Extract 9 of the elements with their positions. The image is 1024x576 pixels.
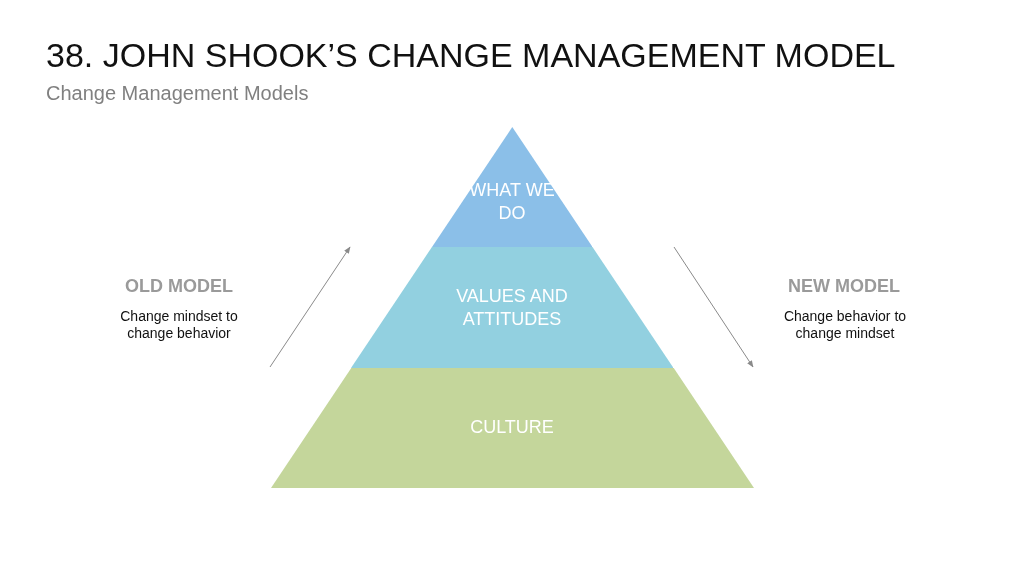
layer-label: WHAT WE DO bbox=[468, 179, 556, 225]
model-heading: NEW MODEL bbox=[787, 276, 901, 297]
layer-label: VALUES AND ATTITUDES bbox=[455, 285, 569, 331]
slide-title: 38. JOHN SHOOK’S CHANGE MANAGEMENT MODEL bbox=[46, 36, 896, 75]
layer-label: CULTURE bbox=[469, 416, 555, 439]
model-description: Change behavior to change mindset bbox=[782, 308, 908, 342]
slide-subtitle: Change Management Models bbox=[46, 82, 309, 105]
model-description: Change mindset to change behavior bbox=[119, 308, 239, 342]
model-heading: OLD MODEL bbox=[124, 276, 234, 297]
